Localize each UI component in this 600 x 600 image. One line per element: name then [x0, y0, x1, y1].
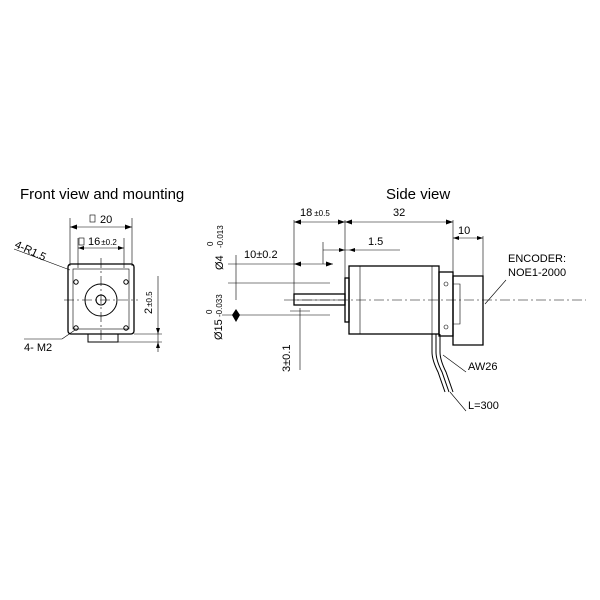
front-view: Front view and mounting 20 16±0.2 4-R1.5: [13, 186, 185, 354]
encoder-inner: [453, 283, 461, 325]
wire-gauge-leader: [442, 354, 467, 373]
dim-10-02-label: 10±0.2: [244, 249, 278, 261]
dim-10-label: 10: [458, 225, 470, 237]
dim-2-label: 2±0.5: [143, 291, 155, 314]
thread-leader: [61, 329, 76, 340]
mount-hole-tl: [73, 279, 79, 285]
dim-16-tol: ±0.2: [101, 238, 117, 247]
dia4-upper: 0: [206, 241, 215, 246]
encoder-ring: [438, 271, 454, 337]
dim-2-tol: ±0.5: [145, 291, 154, 307]
dim-16-value: 16: [88, 236, 100, 248]
dim-arrows-2: [156, 328, 160, 348]
cable-wire-1: [431, 334, 446, 393]
dia4-lower: -0.013: [216, 225, 225, 248]
encoder-body: [452, 275, 484, 346]
dia15-upper: 0: [205, 309, 214, 314]
front-connector-tab: [87, 333, 119, 343]
dim-arrows-20: [70, 224, 132, 230]
encoder-label-2: NOE1-2000: [508, 267, 566, 279]
radius-leader: [13, 248, 71, 271]
dia15-arrow: [232, 309, 240, 322]
thread-label: 4- M2: [24, 342, 52, 354]
encoder-label-1: ENCODER:: [508, 253, 566, 265]
dim-32-label: 32: [393, 207, 405, 219]
mount-hole-br: [123, 325, 129, 331]
dim-20-label: 20: [100, 214, 112, 226]
dia4-main: Ø4: [214, 255, 226, 270]
cable-wire-2: [435, 334, 450, 393]
mount-hole-tr: [123, 279, 129, 285]
dim-arrows-10-enc: [453, 236, 483, 240]
dim-18-label: 18±0.5: [300, 207, 330, 219]
wire-gauge-label: AW26: [468, 361, 498, 373]
front-view-title: Front view and mounting: [20, 186, 184, 203]
encoder-screw-top: [443, 281, 449, 287]
dim-3-label: 3±0.1: [281, 345, 293, 372]
dim-16-label: 16±0.2: [88, 236, 117, 248]
encoder-leader: [484, 279, 507, 305]
motor-shaft: [293, 293, 346, 306]
dia15-lower: -0.033: [215, 294, 224, 317]
square-symbol-20: [89, 214, 96, 223]
cable-wire-3: [439, 334, 454, 393]
dia15-main: Ø15: [213, 319, 225, 340]
cable-length-leader: [449, 391, 467, 412]
square-symbol-16: [78, 237, 85, 246]
mount-hole-bl: [73, 325, 79, 331]
side-view: Side view 18±0.5 32 10 1.5 10±0.2 Ø4 0 -…: [205, 186, 586, 412]
dim-2-value: 2: [143, 308, 155, 314]
encoder-screw-bottom: [443, 324, 449, 330]
dim-1-5-label: 1.5: [368, 236, 383, 248]
side-view-title: Side view: [386, 186, 450, 203]
cable-length-label: L=300: [468, 400, 499, 412]
dim-18-tol: ±0.5: [314, 209, 330, 218]
front-flange-inner: [72, 268, 130, 330]
dim-arrows-1-5: [339, 248, 355, 252]
dim-18-value: 18: [300, 207, 312, 219]
dia4-label: Ø4: [214, 255, 226, 270]
